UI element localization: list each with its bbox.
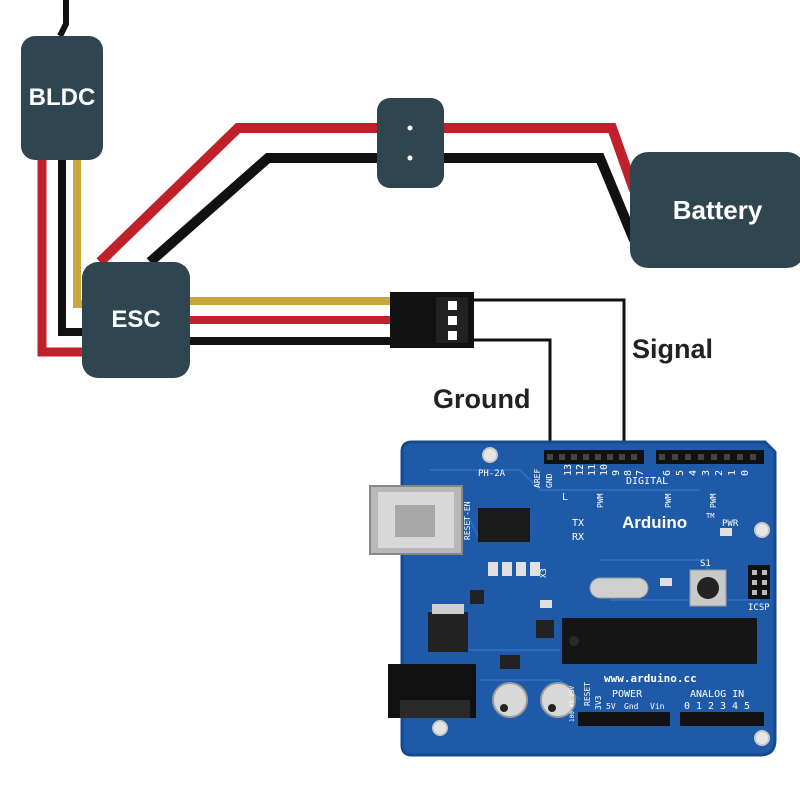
mount-hole xyxy=(482,447,498,463)
rx-label: RX xyxy=(572,532,584,543)
analog-pin-3: 3 xyxy=(720,701,726,712)
digital-pin-4: 4 xyxy=(688,470,699,476)
analog-pin-2: 2 xyxy=(708,701,714,712)
capacitor-1 xyxy=(492,682,528,718)
digital-pin-13: 13 xyxy=(563,464,574,476)
digital-pin-9: 9 xyxy=(611,470,622,476)
model-label: PH-2A xyxy=(478,469,506,479)
silkscreen: PH-2A AREF GND RESET-EN DIGITAL PWM PWM … xyxy=(463,464,770,722)
tx-label: TX xyxy=(572,518,584,529)
usb-chip xyxy=(478,508,530,542)
digital-pin-12: 12 xyxy=(575,464,586,476)
digital-pin-5: 5 xyxy=(675,470,686,476)
analog-label: ANALOG IN xyxy=(690,689,744,700)
pwm-label-3: PWM xyxy=(709,493,718,508)
icsp-label: ICSP xyxy=(748,603,770,613)
bldc-motor: BLDC xyxy=(21,36,103,160)
digital-pin-0: 0 xyxy=(740,470,751,476)
mount-hole xyxy=(432,720,448,736)
esc-label: ESC xyxy=(111,306,161,333)
mount-hole xyxy=(754,730,770,746)
esc-block: ESC xyxy=(82,262,190,378)
l-label: L xyxy=(562,492,568,503)
connector-pin xyxy=(407,155,413,161)
digital-pin-2: 2 xyxy=(714,470,725,476)
dc-jack xyxy=(388,664,476,718)
digital-pin-10: 10 xyxy=(599,464,610,476)
reset-button xyxy=(689,569,727,607)
motor-black-wire xyxy=(58,158,86,336)
motor-lead-wire xyxy=(57,0,69,38)
digital-pin-6: 6 xyxy=(662,470,673,476)
motor-red-wire xyxy=(37,158,86,357)
connector-pin xyxy=(407,125,413,131)
reset-label: RESET xyxy=(583,682,592,706)
wires xyxy=(37,0,639,452)
ground-label: Ground xyxy=(433,384,531,414)
digital-pin-1: 1 xyxy=(727,470,738,476)
battery-label: Battery xyxy=(672,194,763,225)
atmega-chip xyxy=(562,618,757,664)
analog-pin-4: 4 xyxy=(732,701,738,712)
signal-label: Signal xyxy=(632,334,714,364)
mount-hole xyxy=(754,522,770,538)
capacitor-label: 100 47 25V xyxy=(569,685,576,722)
voltage-regulator xyxy=(428,604,468,652)
analog-pin-1: 1 xyxy=(696,701,702,712)
digital-label: DIGITAL xyxy=(626,476,668,487)
battery-block: Battery xyxy=(630,152,800,268)
digital-pin-3: 3 xyxy=(701,470,712,476)
website-label: www.arduino.cc xyxy=(604,672,697,685)
s1-label: S1 xyxy=(700,559,711,569)
vin-label: Vin xyxy=(650,702,665,711)
gnd-label: GND xyxy=(545,473,554,488)
pwr-label: PWR xyxy=(722,519,739,529)
smd-components xyxy=(470,528,732,669)
digital-pin-11: 11 xyxy=(587,464,598,476)
capacitor-2 xyxy=(540,682,576,718)
digital-pin-8: 8 xyxy=(623,470,634,476)
servo-plug xyxy=(390,292,474,348)
x3-label: X3 xyxy=(539,568,548,578)
crystal xyxy=(589,577,649,599)
signal-jumper-wire xyxy=(474,298,626,452)
v5-label: 5V xyxy=(606,702,616,711)
icsp-header xyxy=(748,565,770,599)
brand-label: Arduino xyxy=(622,513,687,532)
pwm-label-1: PWM xyxy=(596,493,605,508)
bldc-label: BLDC xyxy=(28,84,96,111)
gnd-power-label: Gnd xyxy=(624,702,639,711)
aref-label: AREF xyxy=(533,469,542,488)
arduino-board: PH-2A AREF GND RESET-EN DIGITAL PWM PWM … xyxy=(369,440,777,757)
reset-en-label: RESET-EN xyxy=(463,501,472,540)
power-header xyxy=(578,712,764,726)
analog-pin-0: 0 xyxy=(684,701,690,712)
analog-pin-5: 5 xyxy=(744,701,750,712)
usb-connector xyxy=(369,485,463,555)
pcb-traces xyxy=(420,469,760,701)
digital-pin-7: 7 xyxy=(635,470,646,476)
motor-white-gap xyxy=(49,158,86,345)
pwm-label-2: PWM xyxy=(664,493,673,508)
digital-header xyxy=(544,450,764,464)
v33-label: 3V3 xyxy=(594,695,603,710)
power-label: POWER xyxy=(612,689,643,700)
battery-connector xyxy=(377,98,444,188)
tm-label: TM xyxy=(706,512,714,520)
ground-jumper-wire xyxy=(474,338,552,452)
